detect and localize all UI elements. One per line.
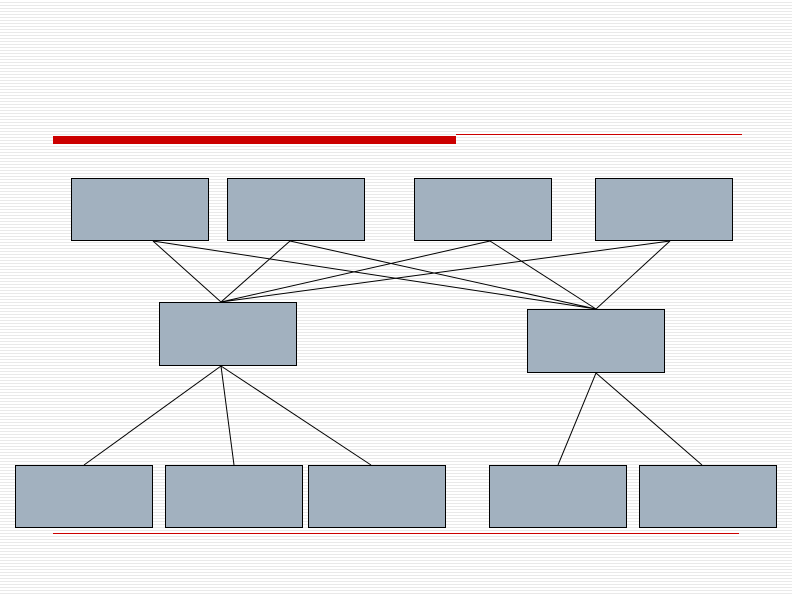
bottom-node-5 xyxy=(639,465,777,528)
connector-top_2-mid_1 xyxy=(220,240,291,303)
middle-node-1 xyxy=(159,302,297,366)
title-accent-line xyxy=(456,134,742,135)
bottom-node-2 xyxy=(165,465,303,528)
top-node-4 xyxy=(595,178,733,241)
connector-mid_1-bot_1 xyxy=(83,365,222,466)
top-node-3 xyxy=(414,178,552,241)
connector-top_3-mid_2 xyxy=(489,240,597,310)
connector-mid_1-bot_3 xyxy=(220,365,372,466)
connector-top_2-mid_2 xyxy=(289,240,597,310)
connector-mid_1-bot_2 xyxy=(220,365,235,466)
connector-top_1-mid_1 xyxy=(152,240,222,303)
bottom-node-1 xyxy=(15,465,153,528)
footer-rule xyxy=(53,533,739,534)
bottom-node-3 xyxy=(308,465,446,528)
connector-top_3-mid_1 xyxy=(220,240,491,303)
middle-node-2 xyxy=(527,309,665,373)
bottom-node-4 xyxy=(489,465,627,528)
connector-top_4-mid_1 xyxy=(220,240,671,303)
top-node-2 xyxy=(227,178,365,241)
top-node-1 xyxy=(71,178,209,241)
connector-top_4-mid_2 xyxy=(595,240,671,310)
connector-mid_2-bot_5 xyxy=(595,372,703,466)
connector-mid_2-bot_4 xyxy=(557,372,597,466)
connector-top_1-mid_2 xyxy=(152,240,597,310)
title-accent-bar xyxy=(53,136,456,144)
